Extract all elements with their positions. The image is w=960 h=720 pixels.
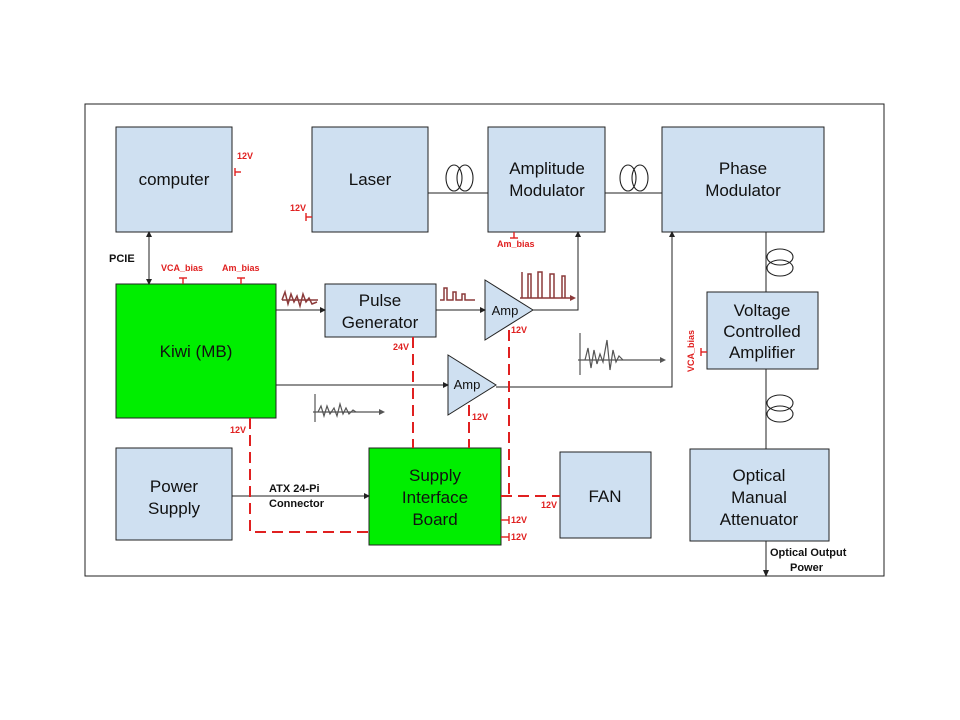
oma-label-2: Manual: [731, 488, 787, 507]
amp-top-12v-label: 12V: [511, 325, 527, 335]
sib-12v-a-label: 12V: [511, 515, 527, 525]
phase-modulator-label-1: Phase: [719, 159, 767, 178]
waveform-kiwi-bottom-icon: [313, 394, 385, 422]
sib-label-2: Interface: [402, 488, 468, 507]
waveform-pulse-out-icon: [440, 287, 475, 301]
amplitude-modulator-label-1: Amplitude: [509, 159, 585, 178]
optical-manual-attenuator-block: Optical Manual Attenuator: [689, 448, 830, 542]
computer-label: computer: [139, 170, 210, 189]
pulse-generator-block: Pulse Generator: [324, 283, 437, 338]
output-label-1: Optical Output: [770, 547, 847, 559]
laser-label: Laser: [349, 170, 392, 189]
output-label-2: Power: [790, 562, 824, 574]
laser-block: Laser: [311, 126, 429, 233]
am-bias-kiwi-label: Am_bias: [222, 263, 260, 273]
atx-label-2: Connector: [269, 498, 325, 510]
oma-label-3: Attenuator: [720, 510, 799, 529]
fiber-coil-icon: [766, 394, 794, 423]
power-supply-label-1: Power: [150, 477, 199, 496]
kiwi-label: Kiwi (MB): [160, 342, 233, 361]
phase-modulator-label-2: Modulator: [705, 181, 781, 200]
kiwi-12v-label: 12V: [230, 425, 246, 435]
vca-bias-kiwi-label: VCA_bias: [161, 263, 203, 273]
amp-bottom-12v-label: 12V: [472, 412, 488, 422]
kiwi-board-block: Kiwi (MB): [115, 283, 277, 419]
voltage-controlled-amplifier-block: Voltage Controlled Amplifier: [706, 291, 819, 370]
supply-interface-board-block: Supply Interface Board: [368, 447, 502, 546]
power-distribution-lines: [249, 330, 560, 533]
pcie-label: PCIE: [109, 253, 135, 265]
amp-bottom-label: Amp: [454, 377, 481, 392]
laser-12v-label: 12V: [290, 203, 306, 213]
fiber-coil-icon: [766, 248, 794, 277]
amplitude-modulator-block: Amplitude Modulator: [487, 126, 606, 233]
power-supply-label-2: Supply: [148, 499, 200, 518]
computer-12v-label: 12V: [237, 151, 253, 161]
vca-label-1: Voltage: [734, 301, 791, 320]
signal-wires: [146, 192, 769, 577]
vca-label-2: Controlled: [723, 322, 801, 341]
pulse-generator-label-2: Generator: [342, 313, 419, 332]
fan-block: FAN: [559, 451, 652, 539]
fan-12v-label: 12V: [541, 500, 557, 510]
sib-label-1: Supply: [409, 466, 461, 485]
power-supply-block: Power Supply: [115, 447, 233, 541]
amp-bottom-triangle: Amp: [447, 354, 497, 416]
waveform-kiwi-out-icon: [281, 289, 318, 309]
oma-label-1: Optical: [733, 466, 786, 485]
vca-bias-label: VCA_bias: [686, 330, 696, 372]
atx-label-1: ATX 24-Pi: [269, 483, 320, 495]
amplitude-modulator-label-2: Modulator: [509, 181, 585, 200]
enclosure-frame: [84, 103, 885, 577]
amp-top-triangle: Amp: [484, 279, 534, 341]
computer-block: computer: [115, 126, 233, 233]
phase-modulator-block: Phase Modulator: [661, 126, 825, 233]
amp-top-label: Amp: [492, 303, 519, 318]
pulse-24v-label: 24V: [393, 342, 409, 352]
vca-label-3: Amplifier: [729, 343, 795, 362]
fiber-coil-icon: [619, 164, 649, 192]
fan-label: FAN: [588, 487, 621, 506]
sib-label-3: Board: [412, 510, 457, 529]
pulse-generator-label-1: Pulse: [359, 291, 402, 310]
waveform-amp-bottom-out-icon: [578, 333, 666, 375]
sib-12v-b-label: 12V: [511, 532, 527, 542]
power-pin-ticks: [179, 168, 707, 541]
am-bias-top-label: Am_bias: [497, 239, 535, 249]
fiber-coil-icon: [445, 164, 474, 192]
waveform-amp-top-out-icon: [520, 271, 576, 301]
